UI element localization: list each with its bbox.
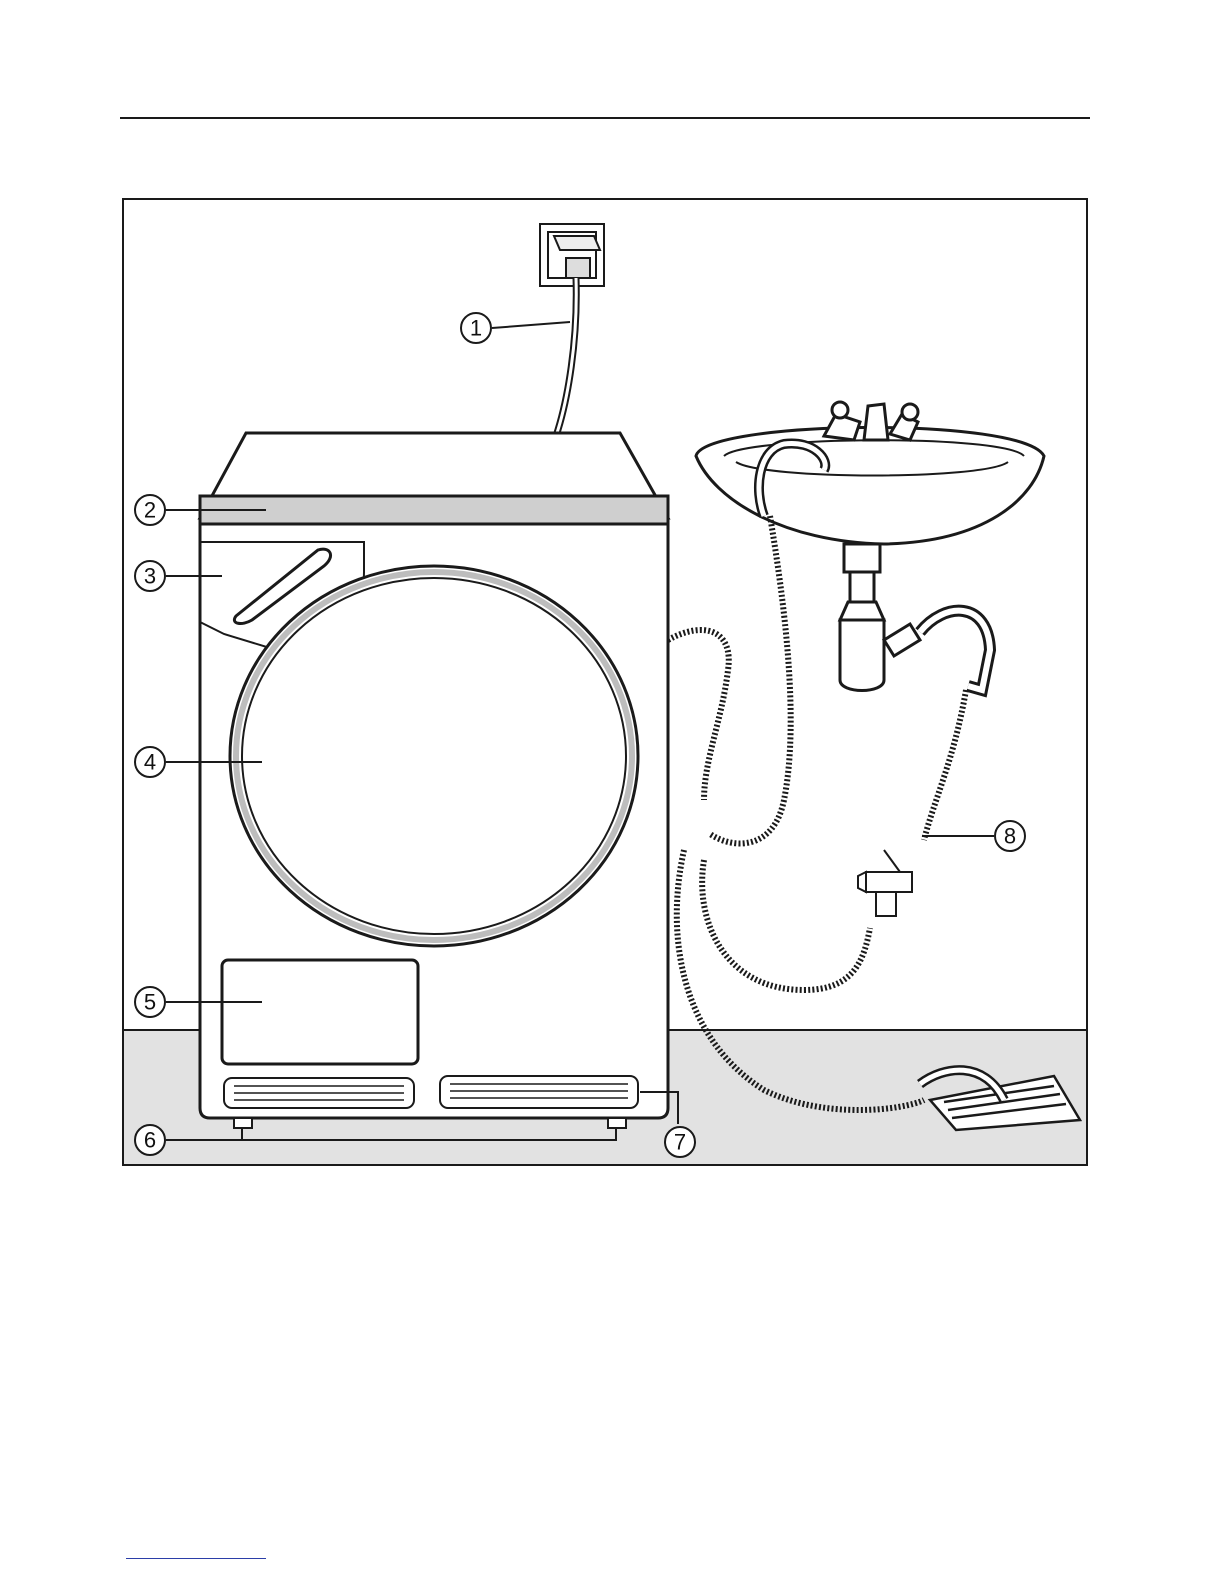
callout-4-label: 4 — [144, 750, 156, 775]
callout-1-label: 1 — [470, 316, 482, 341]
callout-7-label: 7 — [674, 1130, 686, 1155]
dryer — [200, 433, 668, 1128]
header-rule — [120, 117, 1090, 119]
callout-7: 7 — [665, 1127, 695, 1157]
hose-connector — [858, 850, 912, 916]
callout-6: 6 — [135, 1125, 165, 1155]
dryer-installation-diagram: 1 2 3 4 5 6 7 8 — [122, 198, 1088, 1166]
drain-hoses — [668, 516, 966, 1110]
callout-1: 1 — [461, 313, 491, 343]
wall-socket — [540, 224, 604, 286]
callout-5: 5 — [135, 987, 165, 1017]
callout-3: 3 — [135, 561, 165, 591]
callout-2-label: 2 — [144, 498, 156, 523]
callout-5-label: 5 — [144, 990, 156, 1015]
callout-8: 8 — [995, 821, 1025, 851]
callout-3-label: 3 — [144, 564, 156, 589]
top-strip — [200, 496, 668, 524]
callout-2: 2 — [135, 495, 165, 525]
callout-8-label: 8 — [1004, 824, 1016, 849]
callout-4: 4 — [135, 747, 165, 777]
footer-rule — [126, 1558, 266, 1559]
diagram-illustration: 1 2 3 4 5 6 7 8 — [124, 200, 1088, 1166]
callout-6-label: 6 — [144, 1128, 156, 1153]
